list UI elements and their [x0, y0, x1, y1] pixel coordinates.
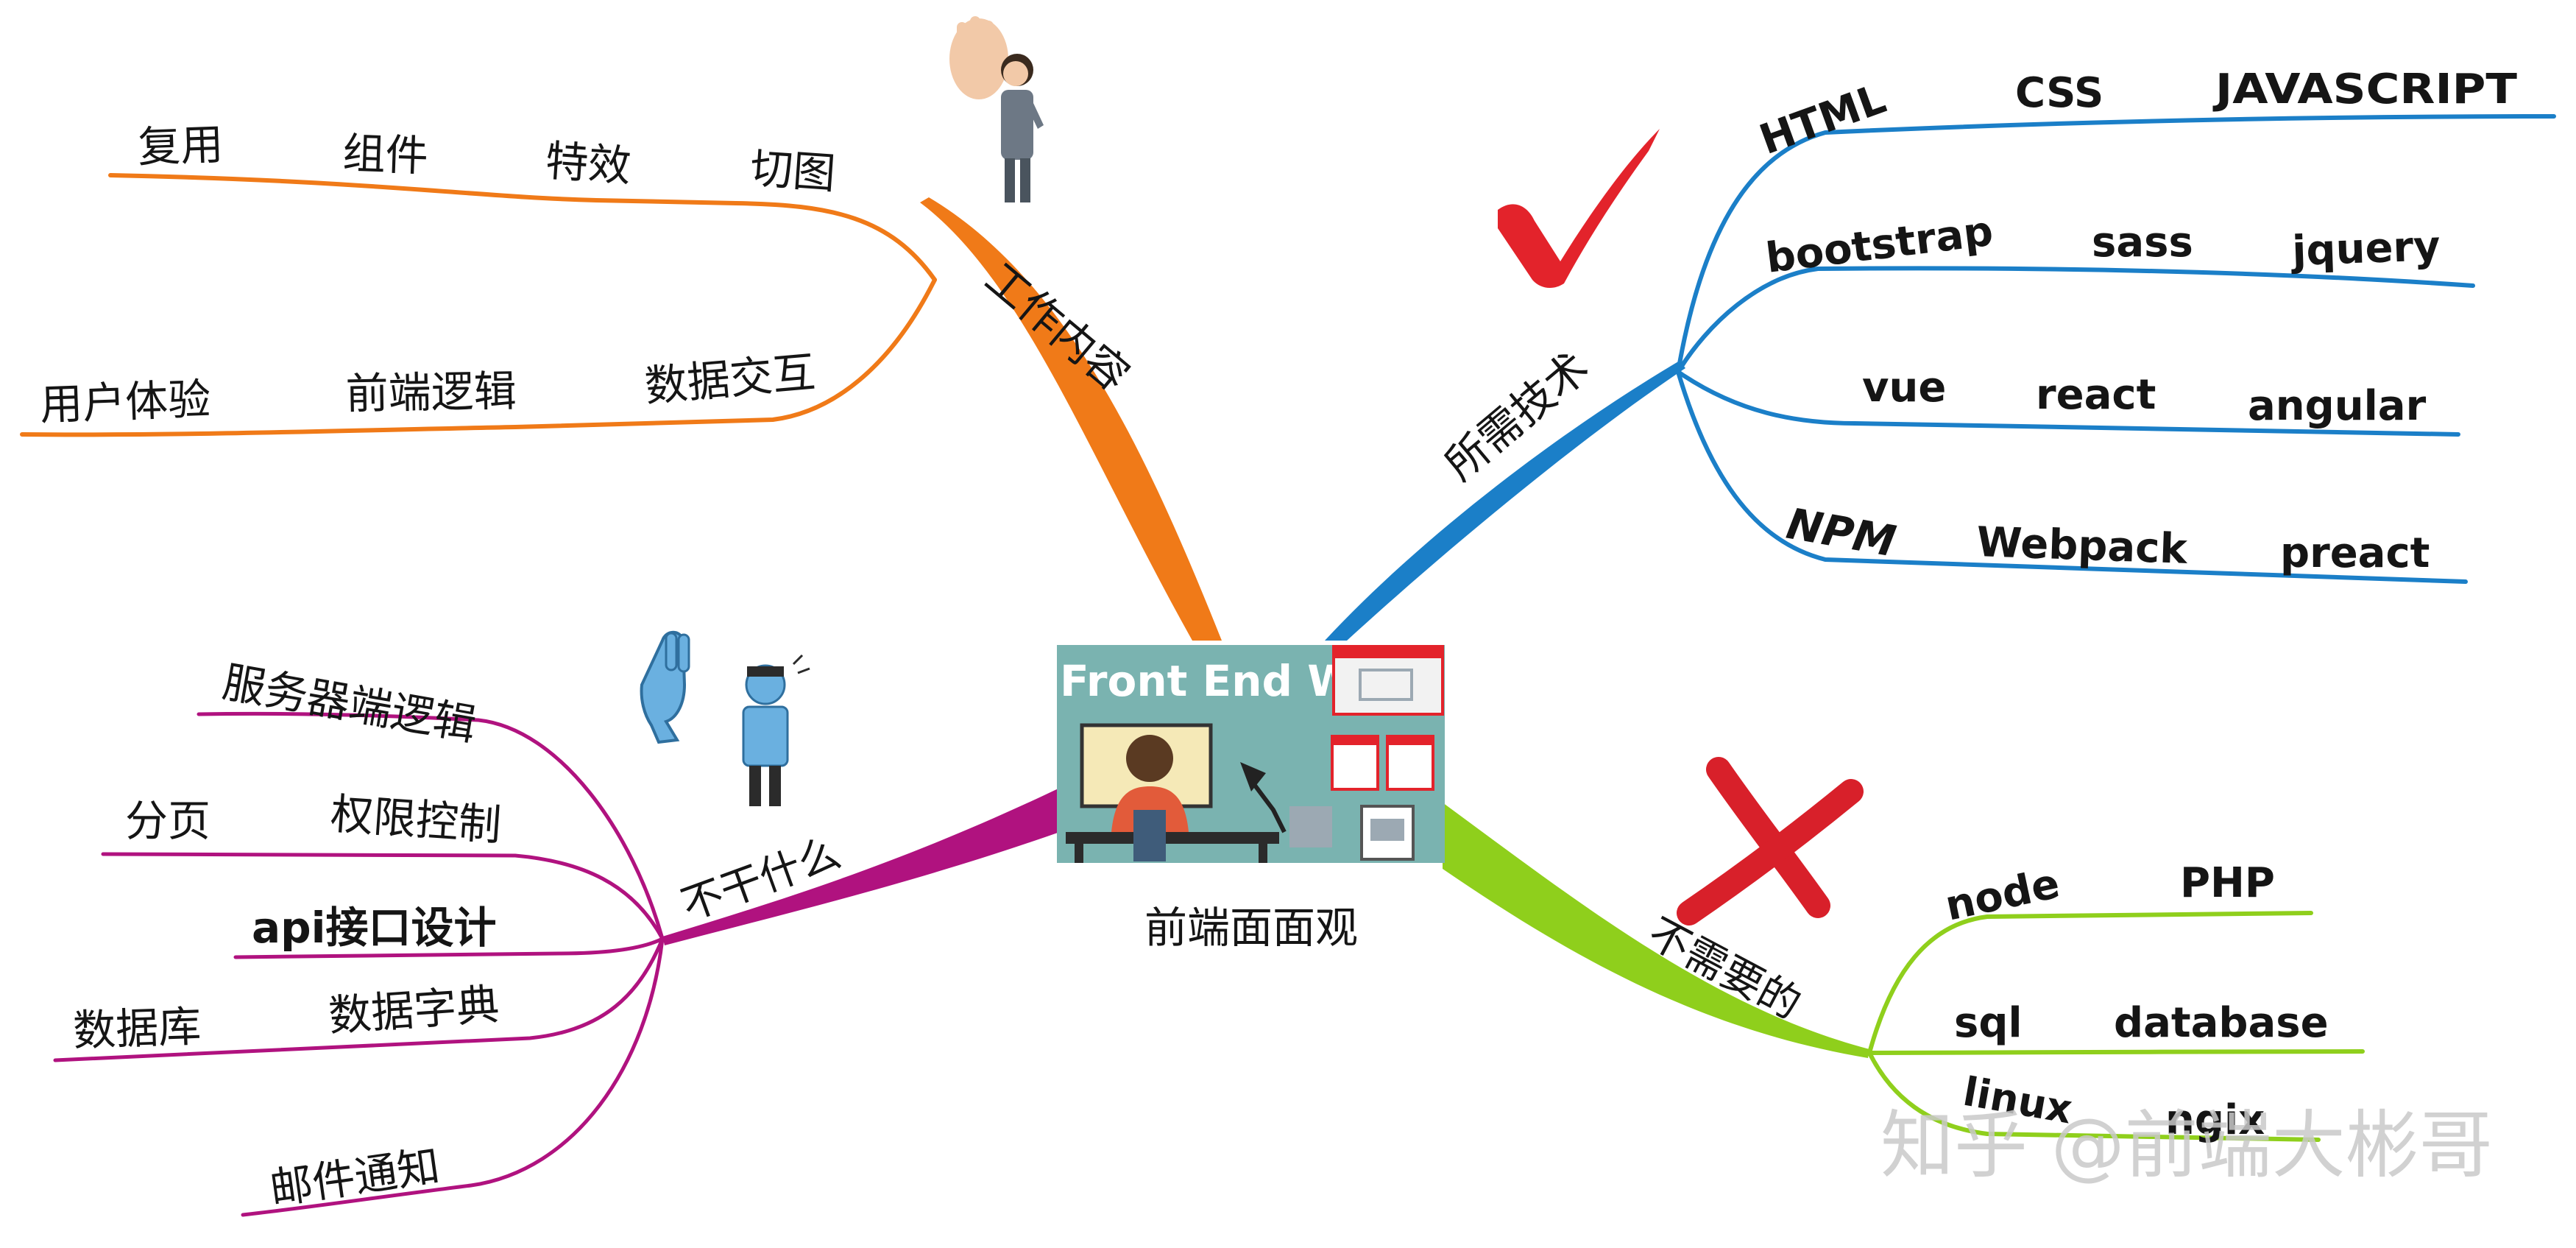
not-needed-item-ngix: ngix [2165, 1096, 2265, 1144]
tech-item-vue: vue [1862, 364, 1946, 412]
not-needed-item-php: PHP [2180, 859, 2275, 907]
central-image: Front End Web [1057, 645, 1445, 863]
tech-item-preact: preact [2280, 529, 2430, 577]
tech-item-sass: sass [2092, 219, 2193, 267]
tech-item-css: CSS [2015, 69, 2103, 117]
not-needed-sub-branches [1867, 911, 2365, 1142]
work-sub-branches [20, 173, 937, 437]
tech-item-jquery: jquery [2290, 222, 2441, 275]
tech-item-npm: NPM [1783, 498, 1900, 567]
branch-tech-label: 所需技术 [1435, 342, 1598, 490]
not-do-sub-branches [53, 711, 665, 1217]
not-do-item-server-logic: 服务器端逻辑 [219, 657, 481, 750]
work-item-effects: 特效 [544, 135, 632, 191]
ok-gesture-person-illustration [949, 16, 1044, 202]
tech-item-webpack: Webpack [1976, 518, 2190, 574]
work-item-slicing: 切图 [749, 143, 837, 199]
tech-item-bootstrap: bootstrap [1763, 208, 1996, 283]
not-do-item-email-notify: 邮件通知 [266, 1141, 442, 1214]
watermark: 知乎 @前端大彬哥 [1880, 1102, 2493, 1188]
branch-tech-trunk [1325, 361, 1685, 641]
not-needed-item-node: node [1941, 860, 2064, 931]
work-item-data-interaction: 数据交互 [643, 347, 817, 412]
not-needed-item-database: database [2114, 999, 2329, 1047]
tech-item-react: react [2036, 371, 2156, 419]
work-item-logic: 前端逻辑 [345, 366, 517, 419]
not-do-item-permission: 权限控制 [329, 789, 503, 850]
cross-icon [1677, 757, 1864, 926]
not-do-item-api-design: api接口设计 [252, 903, 497, 953]
not-needed-item-sql: sql [1954, 999, 2023, 1047]
central-caption: 前端面面观 [1144, 903, 1358, 953]
tech-item-angular: angular [2248, 382, 2427, 430]
work-item-ux: 用户体验 [39, 374, 211, 430]
branch-work-trunk [920, 197, 1222, 641]
checkmark-icon [1498, 129, 1660, 289]
stop-gesture-person-illustration [640, 630, 810, 806]
not-do-item-pagination: 分页 [125, 796, 210, 846]
not-do-item-database: 数据库 [72, 1001, 202, 1056]
branch-not-do-trunk [662, 788, 1060, 945]
tech-item-javascript: JAVASCRIPT [2212, 66, 2517, 113]
work-item-component: 组件 [342, 128, 429, 181]
work-item-reuse: 复用 [137, 119, 224, 172]
tech-item-html: HTML [1754, 75, 1892, 164]
tech-sub-branches [1676, 114, 2556, 584]
not-do-item-data-dictionary: 数据字典 [327, 979, 500, 1041]
